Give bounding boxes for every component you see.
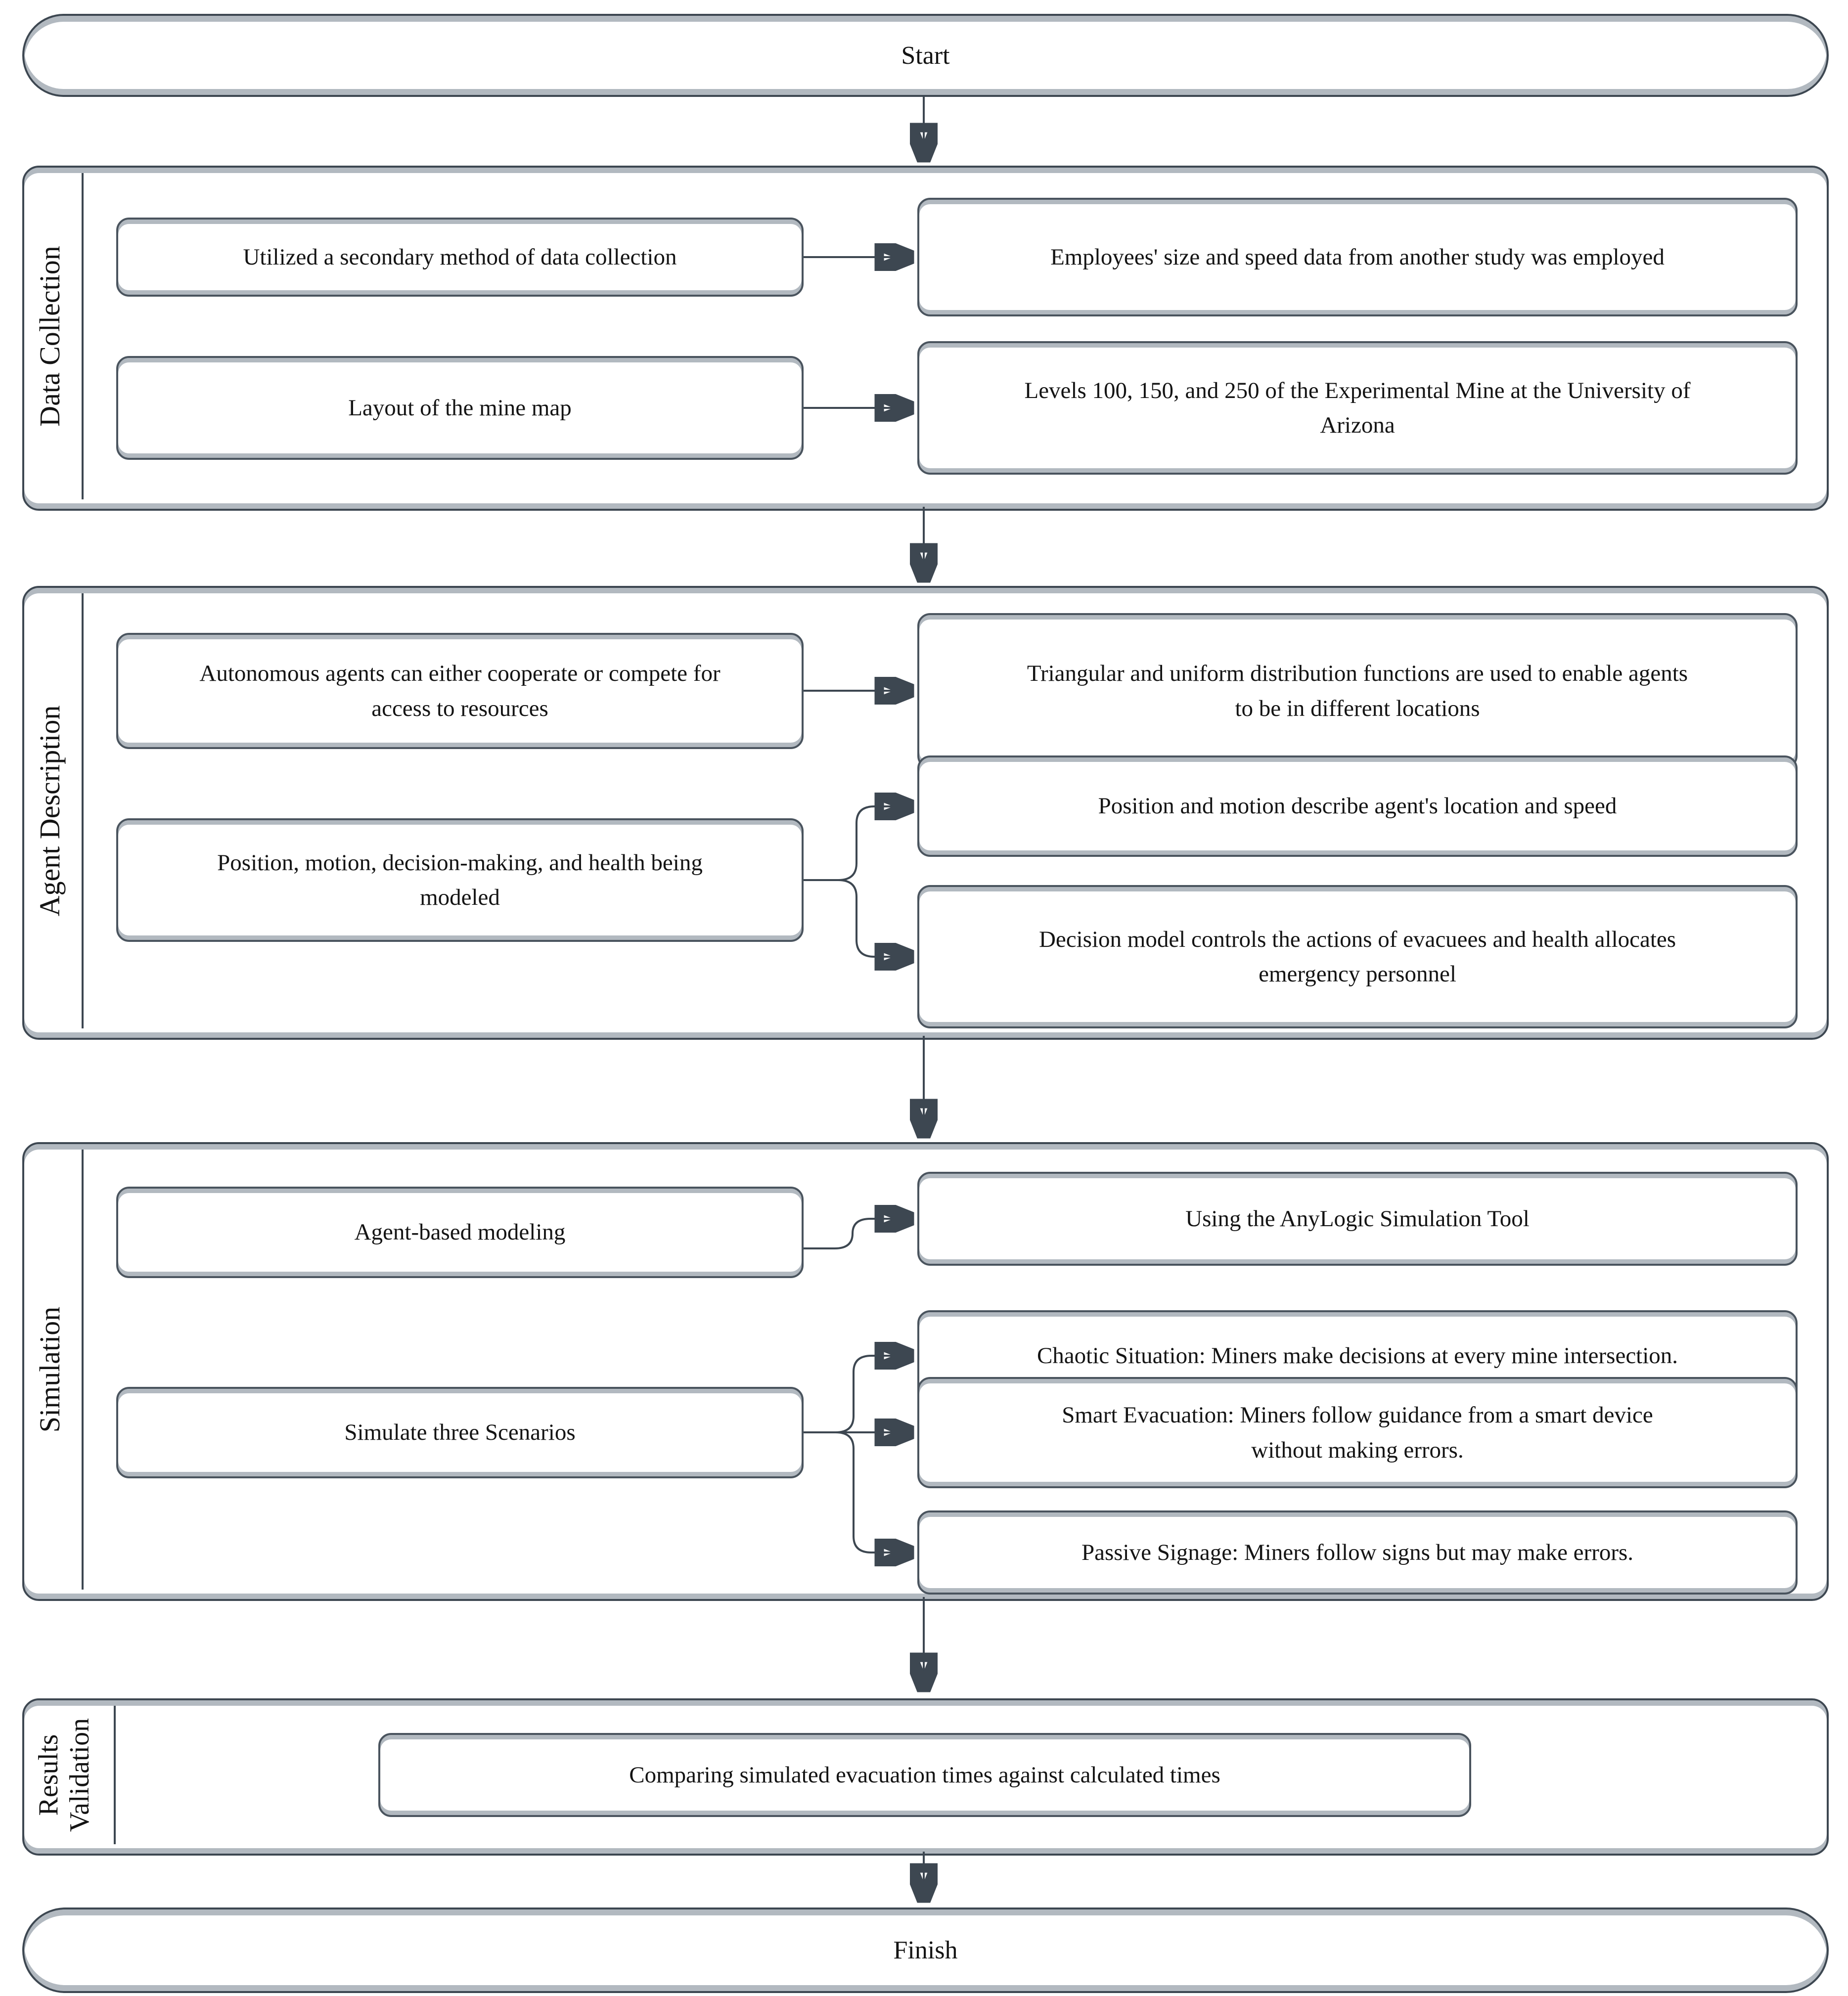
node-comparing-times: Comparing simulated evacuation times aga… bbox=[378, 1733, 1471, 1817]
finish-label: Finish bbox=[893, 1936, 958, 1964]
start-label: Start bbox=[901, 41, 950, 70]
finish-terminator: Finish bbox=[22, 1907, 1829, 1993]
node-position-motion-describe: Position and motion describe agent's loc… bbox=[917, 755, 1798, 857]
node-simulate-three-scenarios: Simulate three Scenarios bbox=[116, 1387, 804, 1478]
section-label-simulation: Simulation bbox=[34, 1306, 66, 1433]
section-divider-results-validation bbox=[114, 1706, 116, 1844]
section-divider-data-collection bbox=[82, 173, 84, 499]
node-anylogic-tool: Using the AnyLogic Simulation Tool bbox=[917, 1172, 1798, 1266]
node-triangular-uniform-distribution: Triangular and uniform distribution func… bbox=[917, 613, 1798, 769]
node-smart-evacuation: Smart Evacuation: Miners follow guidance… bbox=[917, 1377, 1798, 1488]
node-autonomous-agents: Autonomous agents can either cooperate o… bbox=[116, 633, 804, 749]
node-position-motion-modeled: Position, motion, decision-making, and h… bbox=[116, 818, 804, 942]
section-divider-simulation bbox=[82, 1150, 84, 1590]
node-agent-based-modeling: Agent-based modeling bbox=[116, 1187, 804, 1278]
node-utilized-secondary-method: Utilized a secondary method of data coll… bbox=[116, 218, 804, 297]
node-decision-model-controls: Decision model controls the actions of e… bbox=[917, 885, 1798, 1028]
section-label-data-collection: Data Collection bbox=[34, 246, 66, 427]
node-passive-signage: Passive Signage: Miners follow signs but… bbox=[917, 1510, 1798, 1595]
section-label-agent-description: Agent Description bbox=[34, 705, 66, 917]
node-layout-mine-map: Layout of the mine map bbox=[116, 356, 804, 460]
node-levels-experimental-mine: Levels 100, 150, and 250 of the Experime… bbox=[917, 341, 1798, 475]
node-employees-size-speed: Employees' size and speed data from anot… bbox=[917, 198, 1798, 316]
section-label-results-validation: Results Validation bbox=[33, 1718, 95, 1832]
start-terminator: Start bbox=[22, 14, 1829, 97]
section-divider-agent-description bbox=[82, 593, 84, 1028]
